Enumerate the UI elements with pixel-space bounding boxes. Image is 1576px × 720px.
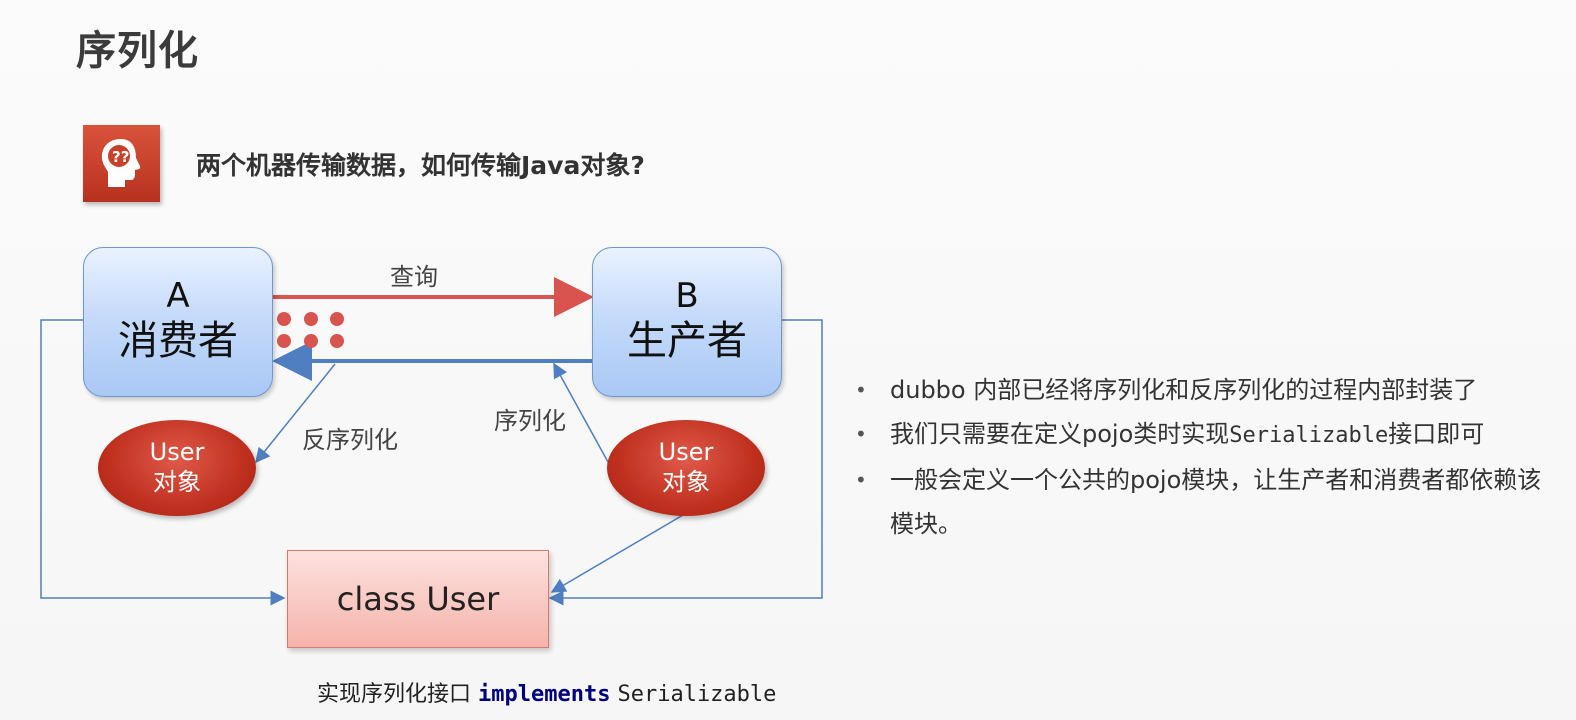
bullet-text-pre: 我们只需要在定义pojo类时实现 — [890, 420, 1230, 448]
user-object-right-line1: User — [658, 438, 714, 466]
user-object-left-line2: 对象 — [153, 468, 201, 496]
node-a-letter: A — [166, 276, 190, 316]
user-object-left: User 对象 — [98, 420, 256, 516]
serialize-label: 序列化 — [494, 407, 566, 435]
bullet-dot-icon: • — [855, 378, 867, 402]
b-to-class-line — [548, 319, 823, 606]
class-user-box: class User — [287, 550, 549, 648]
head-question-icon: ?? — [83, 125, 160, 202]
user-object-right-line2: 对象 — [662, 468, 710, 496]
node-b-letter: B — [675, 276, 699, 316]
implements-note: 实现序列化接口 implements Serializable — [317, 676, 776, 708]
implements-keyword: implements — [478, 682, 611, 707]
user-object-left-line1: User — [149, 438, 205, 466]
serialize-arrow — [553, 362, 609, 463]
svg-text:??: ?? — [112, 148, 129, 166]
bullet-item: • 一般会定义一个公共的pojo模块，让生产者和消费者都依赖该模块。 — [855, 458, 1545, 546]
node-b-producer: B 生产者 — [592, 247, 782, 397]
question-text: 两个机器传输数据，如何传输Java对象? — [196, 151, 645, 180]
bullet-text-post: 接口即可 — [1388, 420, 1485, 448]
bullet-text: dubbo 内部已经将序列化和反序列化的过程内部封装了 — [890, 376, 1478, 404]
implements-interface: Serializable — [617, 682, 777, 707]
user-to-class-arrow — [550, 514, 684, 593]
slide-title: 序列化 — [76, 28, 199, 74]
node-a-consumer: A 消费者 — [83, 247, 273, 397]
ellipsis-dots — [277, 312, 344, 348]
deserialize-arrow — [255, 363, 336, 464]
bullet-text-mono: Serializable — [1229, 423, 1389, 448]
bullet-list: • dubbo 内部已经将序列化和反序列化的过程内部封装了 • 我们只需要在定义… — [855, 368, 1545, 546]
query-label: 查询 — [390, 263, 438, 291]
user-object-right: User 对象 — [607, 420, 765, 516]
bullet-item: • dubbo 内部已经将序列化和反序列化的过程内部封装了 — [855, 368, 1545, 412]
implements-prefix: 实现序列化接口 — [317, 682, 472, 707]
bullet-item: • 我们只需要在定义pojo类时实现Serializable接口即可 — [855, 412, 1545, 458]
bullet-dot-icon: • — [855, 468, 867, 492]
bullet-dot-icon: • — [855, 422, 867, 446]
node-b-role: 生产者 — [627, 318, 747, 364]
deserialize-label: 反序列化 — [302, 426, 398, 454]
bullet-text: 一般会定义一个公共的pojo模块，让生产者和消费者都依赖该模块。 — [890, 466, 1542, 538]
node-a-role: 消费者 — [118, 318, 238, 364]
a-to-class-line — [40, 319, 286, 606]
